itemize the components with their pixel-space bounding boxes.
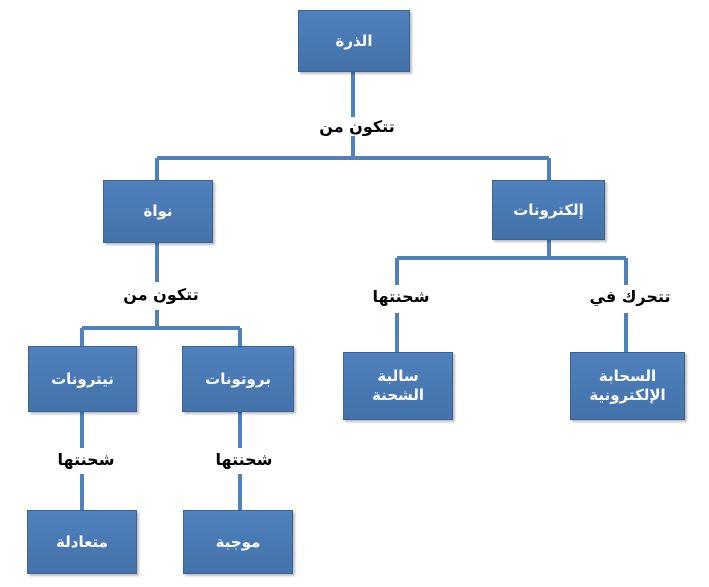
protons-box: بروتونات bbox=[182, 346, 294, 412]
nucleus-relation-label: تتكون من bbox=[112, 285, 210, 304]
neutrons-relation-label: شحنتها bbox=[42, 450, 130, 469]
neutrons-box: نيترونات bbox=[28, 346, 137, 412]
neutral-charge-label: متعادلة bbox=[56, 532, 108, 551]
nucleus-box: نواة bbox=[103, 180, 213, 243]
electrons-charge-relation-label: شحنتها bbox=[356, 287, 446, 306]
electron-cloud-label: السحابة الإلكترونية bbox=[589, 367, 666, 404]
electrons-motion-relation-label: تتحرك في bbox=[574, 287, 686, 306]
root-atom-label: الذرة bbox=[335, 31, 373, 50]
neutrons-label: نيترونات bbox=[51, 369, 114, 388]
nucleus-label: نواة bbox=[143, 202, 173, 221]
root-atom-box: الذرة bbox=[298, 10, 410, 72]
positive-charge-label: موجبة bbox=[215, 532, 261, 551]
root-relation-label: تتكون من bbox=[312, 117, 402, 136]
electrons-box: إلكترونات bbox=[492, 180, 605, 240]
negative-charge-label: سالبة الشحنة bbox=[371, 367, 425, 404]
electrons-label: إلكترونات bbox=[513, 200, 584, 219]
neutral-charge-box: متعادلة bbox=[27, 510, 137, 574]
positive-charge-box: موجبة bbox=[183, 510, 293, 574]
negative-charge-box: سالبة الشحنة bbox=[343, 352, 453, 420]
protons-label: بروتونات bbox=[205, 369, 271, 388]
electron-cloud-box: السحابة الإلكترونية bbox=[570, 352, 685, 420]
protons-relation-label: شحنتها bbox=[200, 450, 288, 469]
